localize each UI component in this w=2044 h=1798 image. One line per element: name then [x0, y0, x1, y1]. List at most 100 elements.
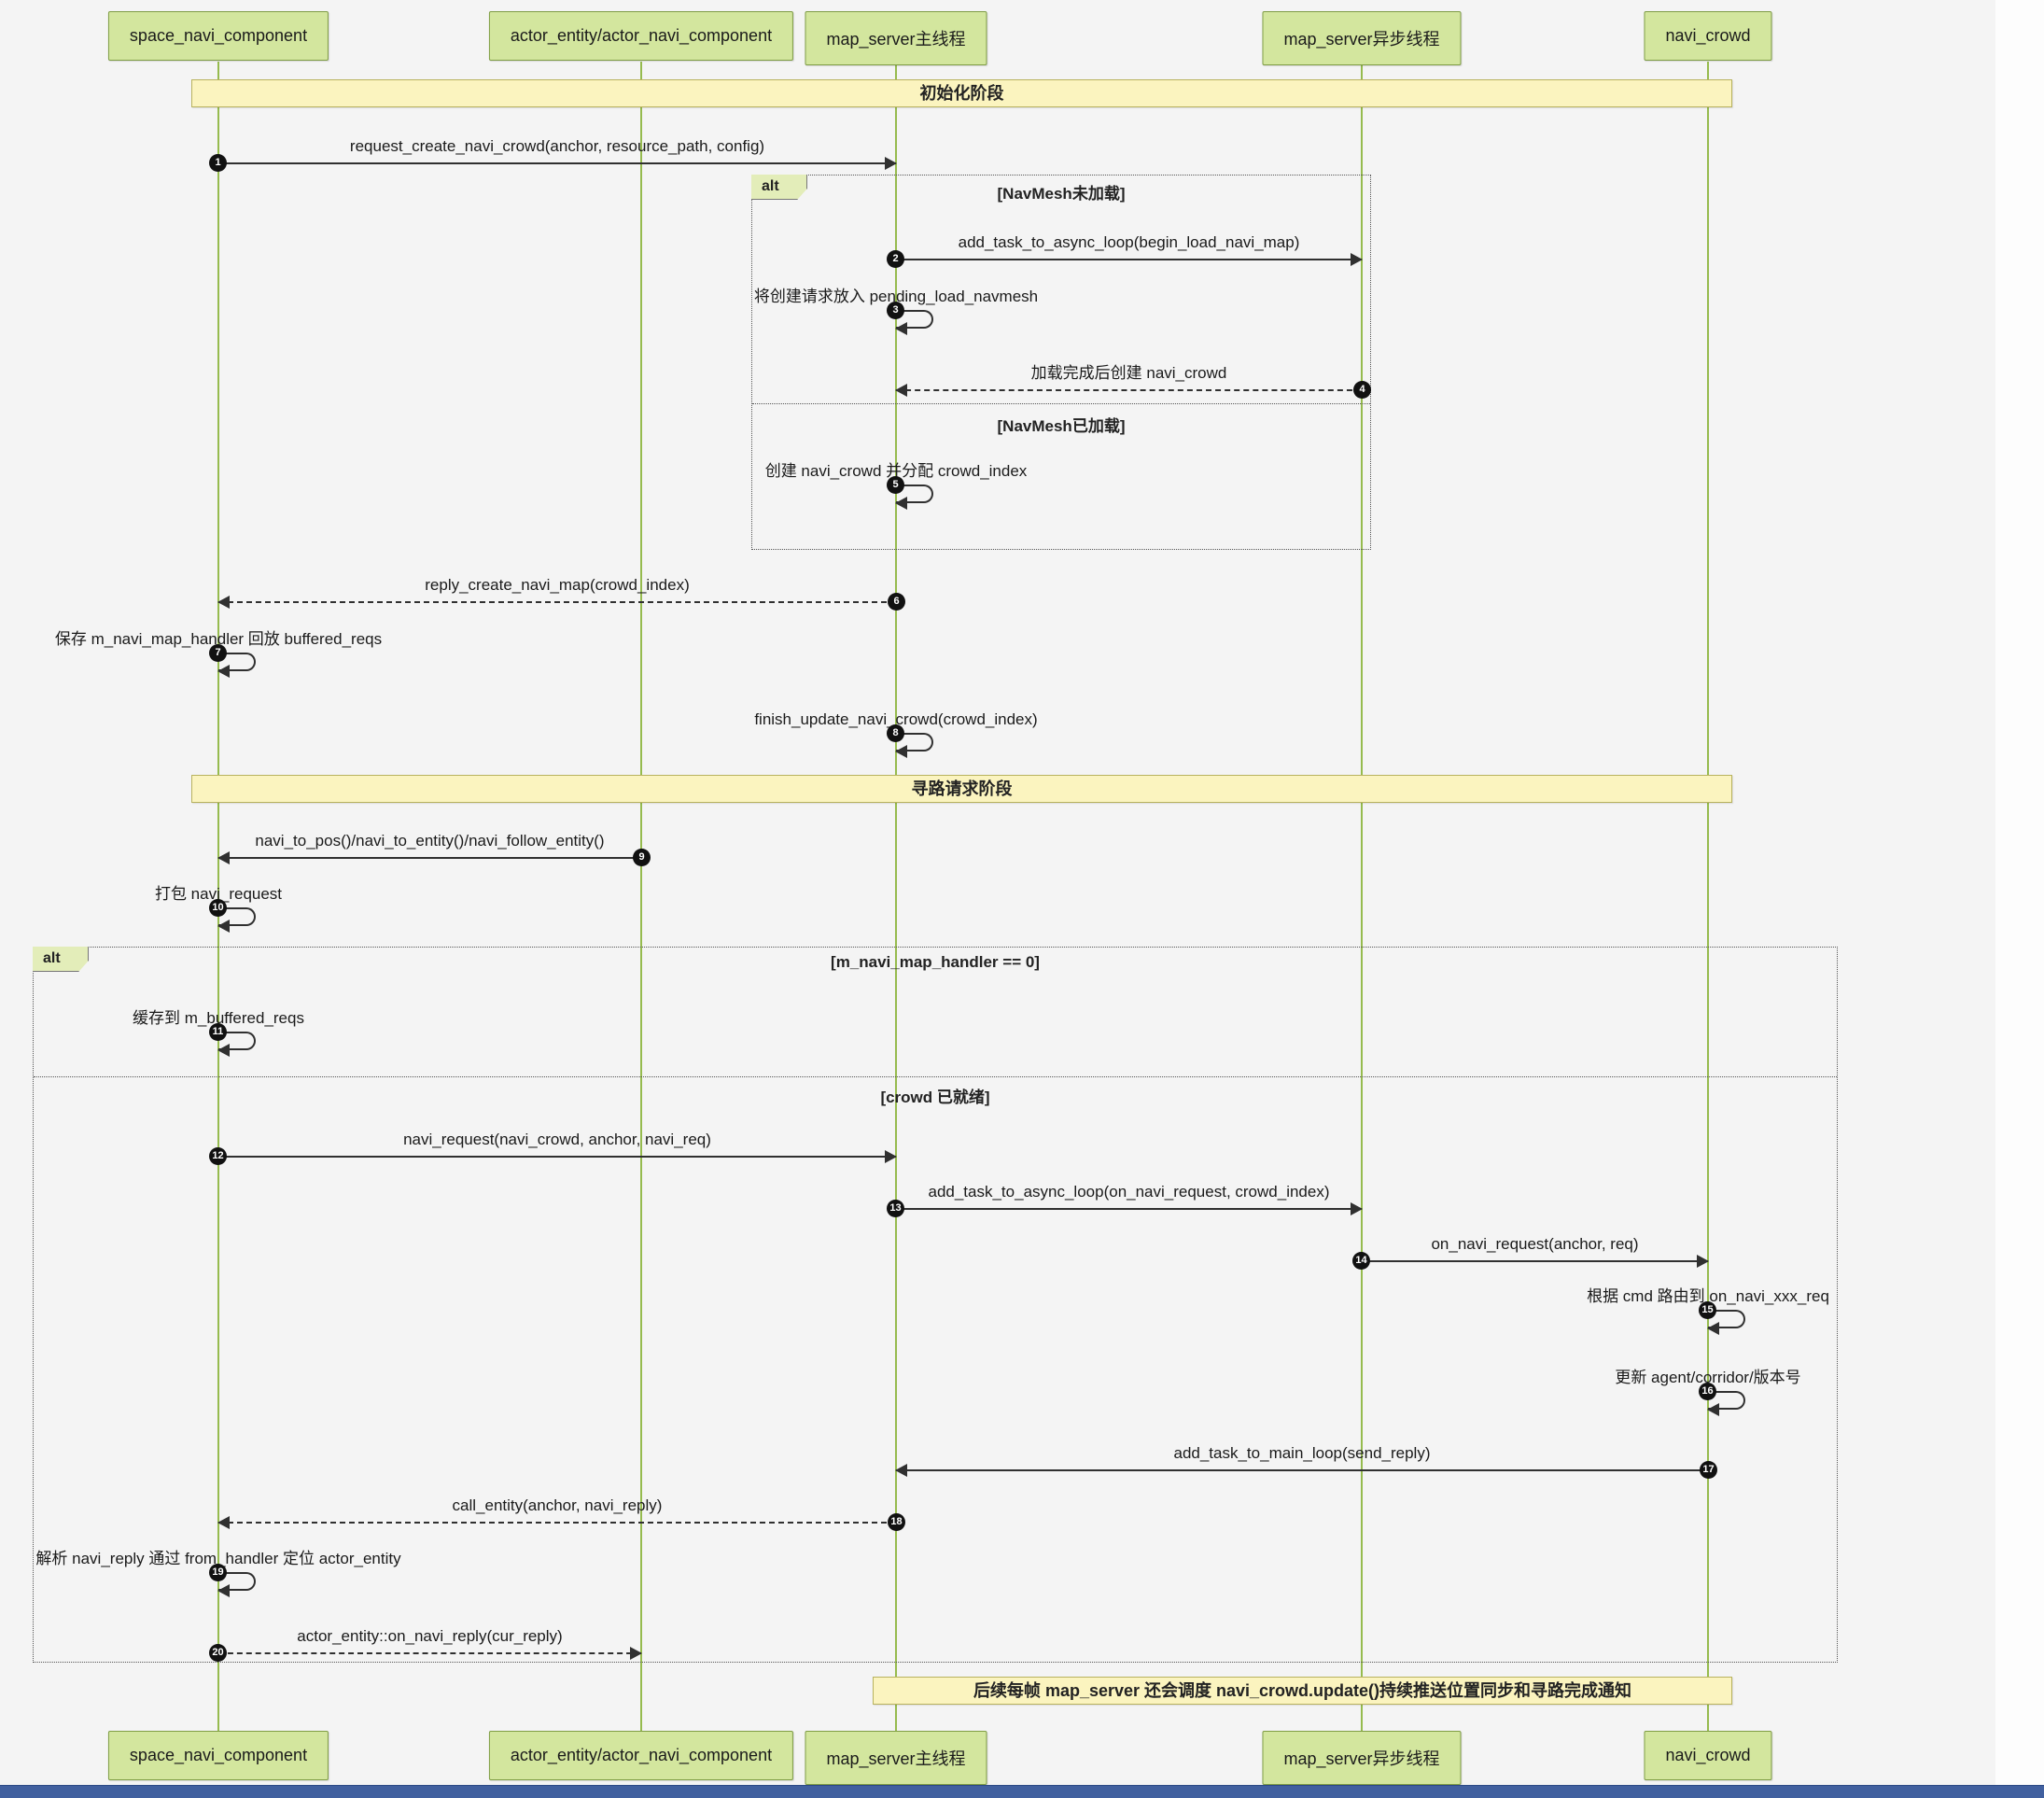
- participant-map-server-main-thread-bottom: map_server主线程: [805, 1731, 987, 1785]
- arrowhead-icon: [1707, 1322, 1719, 1335]
- alt-fragment-navmesh: alt [NavMesh未加载] [NavMesh已加载]: [751, 175, 1371, 550]
- self-message-loop: [218, 1572, 256, 1591]
- alt-condition: [crowd 已就绪]: [880, 1089, 990, 1106]
- bottom-scrollbar[interactable]: [0, 1785, 2044, 1798]
- alt-branch-divider: [752, 403, 1370, 404]
- message-number-badge: 18: [888, 1513, 905, 1531]
- message-label: actor_entity::on_navi_reply(cur_reply): [297, 1627, 563, 1645]
- arrowhead-icon: [895, 745, 907, 758]
- self-message-loop: [896, 310, 933, 329]
- message-16: 更新 agent/corridor/版本号 16: [1615, 1369, 1801, 1416]
- message-number-badge: 17: [1700, 1461, 1717, 1479]
- message-12: navi_request(navi_crowd, anchor, navi_re…: [209, 1131, 897, 1165]
- message-number-badge: 19: [209, 1564, 227, 1581]
- arrowhead-icon: [217, 1516, 230, 1529]
- message-label: navi_request(navi_crowd, anchor, navi_re…: [403, 1131, 711, 1148]
- message-number-badge: 20: [209, 1644, 227, 1662]
- participant-space-navi-component-bottom: space_navi_component: [107, 1731, 329, 1780]
- alt-operator-label: alt: [751, 175, 807, 200]
- message-9: navi_to_pos()/navi_to_entity()/navi_foll…: [217, 832, 651, 866]
- message-label: add_task_to_main_loop(send_reply): [1173, 1444, 1431, 1462]
- lifeline-navi-crowd: [1707, 62, 1709, 1733]
- arrowhead-icon: [217, 1584, 230, 1597]
- message-label: 创建 navi_crowd 并分配 crowd_index: [764, 462, 1028, 480]
- message-label: 打包 navi_request: [154, 885, 283, 903]
- arrowhead-icon: [895, 384, 907, 397]
- page-right-margin: [1995, 0, 2044, 1785]
- self-message-loop: [1708, 1310, 1745, 1328]
- lifeline-actor-entity: [640, 62, 642, 1733]
- self-message-loop: [218, 907, 256, 926]
- self-message-loop: [896, 733, 933, 752]
- alt-condition: [m_navi_map_handler == 0]: [831, 953, 1040, 971]
- message-number-badge: 2: [887, 250, 904, 268]
- message-label: 将创建请求放入 pending_load_navmesh: [753, 288, 1039, 305]
- participant-map-server-async-thread: map_server异步线程: [1262, 11, 1462, 65]
- arrowhead-icon: [217, 920, 230, 933]
- message-number-badge: 10: [209, 899, 227, 917]
- message-19: 解析 navi_reply 通过 from_handler 定位 actor_e…: [35, 1550, 401, 1597]
- alt-branch-divider: [34, 1076, 1837, 1077]
- phase-divider-init: 初始化阶段: [191, 79, 1732, 107]
- message-17: add_task_to_main_loop(send_reply) 17: [895, 1444, 1717, 1479]
- message-number-badge: 12: [209, 1147, 227, 1165]
- arrowhead-icon: [217, 596, 230, 609]
- message-label: request_create_navi_crowd(anchor, resour…: [349, 137, 765, 155]
- self-message-loop: [1708, 1391, 1745, 1410]
- message-8: finish_update_navi_crowd(crowd_index) 8: [754, 710, 1038, 758]
- message-6: reply_create_navi_map(crowd_index) 6: [217, 576, 905, 611]
- arrowhead-icon: [1707, 1403, 1719, 1416]
- message-3: 将创建请求放入 pending_load_navmesh 3: [754, 288, 1038, 335]
- message-number-badge: 14: [1352, 1252, 1370, 1270]
- arrowhead-icon: [1351, 1202, 1363, 1215]
- message-line: [218, 601, 896, 603]
- arrowhead-icon: [217, 665, 230, 678]
- arrowhead-icon: [1351, 253, 1363, 266]
- message-20: actor_entity::on_navi_reply(cur_reply) 2…: [209, 1627, 642, 1662]
- footer-note: 后续每帧 map_server 还会调度 navi_crowd.update()…: [873, 1677, 1732, 1705]
- message-label: 解析 navi_reply 通过 from_handler 定位 actor_e…: [35, 1550, 401, 1567]
- message-line: [218, 1156, 896, 1158]
- message-number-badge: 1: [209, 154, 227, 172]
- participant-actor-entity: actor_entity/actor_navi_component: [488, 11, 794, 61]
- message-11: 缓存到 m_buffered_reqs 11: [133, 1009, 304, 1057]
- message-label: 加载完成后创建 navi_crowd: [1030, 364, 1227, 382]
- participant-space-navi-component: space_navi_component: [107, 11, 329, 61]
- message-15: 根据 cmd 路由到 on_navi_xxx_req 15: [1587, 1287, 1829, 1335]
- participant-navi-crowd-bottom: navi_crowd: [1644, 1731, 1772, 1780]
- lifeline-space-navi-component: [217, 62, 219, 1733]
- arrowhead-icon: [895, 322, 907, 335]
- message-line: [896, 259, 1362, 260]
- message-number-badge: 4: [1353, 381, 1371, 399]
- message-number-badge: 16: [1699, 1383, 1716, 1400]
- message-10: 打包 navi_request 10: [155, 885, 282, 933]
- message-label: 保存 m_navi_map_handler 回放 buffered_reqs: [54, 630, 383, 648]
- message-line: [218, 857, 641, 859]
- message-label: add_task_to_async_loop(on_navi_request, …: [928, 1183, 1330, 1201]
- message-line: [896, 1469, 1708, 1471]
- message-number-badge: 6: [888, 593, 905, 611]
- alt-condition: [NavMesh已加载]: [997, 417, 1126, 435]
- message-label: add_task_to_async_loop(begin_load_navi_m…: [958, 233, 1300, 251]
- self-message-loop: [218, 653, 256, 671]
- message-number-badge: 13: [887, 1200, 904, 1217]
- self-message-loop: [218, 1032, 256, 1050]
- message-number-badge: 9: [633, 849, 651, 866]
- message-line: [896, 389, 1362, 391]
- message-18: call_entity(anchor, navi_reply) 18: [217, 1496, 905, 1531]
- message-4: 加载完成后创建 navi_crowd 4: [895, 364, 1371, 399]
- message-label: 缓存到 m_buffered_reqs: [133, 1009, 304, 1027]
- participant-actor-entity-bottom: actor_entity/actor_navi_component: [488, 1731, 794, 1780]
- participant-map-server-main-thread: map_server主线程: [805, 11, 987, 65]
- message-line: [896, 1208, 1362, 1210]
- message-number-badge: 5: [887, 476, 904, 494]
- message-label: finish_update_navi_crowd(crowd_index): [754, 710, 1038, 728]
- message-line: [218, 1522, 896, 1524]
- message-label: navi_to_pos()/navi_to_entity()/navi_foll…: [255, 832, 605, 850]
- phase-divider-pathfinding: 寻路请求阶段: [191, 775, 1732, 803]
- message-label: on_navi_request(anchor, req): [1431, 1235, 1639, 1253]
- message-line: [218, 162, 896, 164]
- alt-fragment-crowd-ready: alt [m_navi_map_handler == 0] [crowd 已就绪…: [33, 947, 1838, 1663]
- message-label: reply_create_navi_map(crowd_index): [425, 576, 690, 594]
